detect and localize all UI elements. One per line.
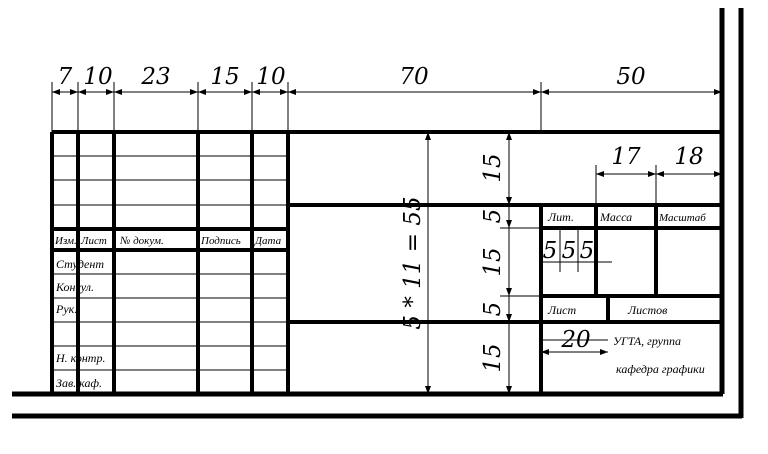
label-mass: Масса — [599, 210, 632, 224]
dim-vert-upper: 15 — [480, 153, 506, 182]
dim-vert-small-a: 5 — [480, 209, 506, 224]
dim-small-cell-3: 5 — [580, 238, 595, 264]
row-label-norm-control: Н. контр. — [55, 351, 105, 365]
row-label-consult: Консул. — [55, 280, 94, 294]
label-list-col: Лист — [80, 235, 107, 247]
label-date: Дата — [254, 235, 282, 247]
row-label-head-dept: Зав. каф. — [56, 376, 102, 390]
right-block-labels: Лит. Масса Масштаб Лист Листов УГТА, гру… — [547, 210, 706, 376]
label-sheet: Лист — [547, 303, 576, 317]
dim-vert-mid: 15 — [480, 247, 506, 276]
dim-17: 17 — [611, 144, 641, 170]
label-org-line1: УГТА, группа — [613, 334, 681, 348]
table-thin-lines — [52, 155, 608, 371]
dim-10b: 10 — [256, 64, 285, 90]
dim-50: 50 — [616, 64, 645, 90]
dim-70: 70 — [399, 64, 428, 90]
label-lit: Лит. — [547, 210, 574, 224]
dim-23: 23 — [140, 64, 170, 90]
row-label-supervisor: Рук. — [55, 302, 77, 316]
dim-15: 15 — [210, 64, 239, 90]
dimension-lines — [51, 82, 723, 394]
row-label-student: Студент — [56, 257, 104, 271]
dim-7: 7 — [58, 64, 73, 90]
dim-vert-small-b: 5 — [480, 302, 506, 317]
dim-vert-formula: 5 * 11 = 55 — [400, 196, 426, 329]
column-headers: Изм. Лист № докум. Подпись Дата — [54, 235, 282, 247]
dim-10a: 10 — [83, 64, 112, 90]
label-sheets: Листов — [627, 303, 667, 317]
label-izm: Изм. — [54, 235, 77, 247]
label-org-line2: кафедра графики — [616, 362, 705, 376]
label-signature: Подпись — [200, 235, 241, 247]
dimension-numbers: 7 10 23 15 10 70 50 17 18 15 5 15 5 15 5… — [58, 64, 704, 373]
table-thick-lines — [50, 130, 722, 394]
dim-18: 18 — [674, 144, 703, 170]
dim-small-cell-2: 5 — [562, 238, 577, 264]
label-scale: Масштаб — [658, 212, 706, 224]
dim-small-cell-1: 5 — [543, 238, 558, 264]
dim-list-20: 20 — [560, 327, 590, 353]
row-labels: Студент Консул. Рук. Н. контр. Зав. каф. — [55, 257, 105, 390]
frame-lines — [12, 8, 744, 419]
dim-vert-lower: 15 — [480, 343, 506, 372]
label-doc-num: № докум. — [119, 235, 164, 247]
dimension-arrows — [52, 89, 722, 394]
